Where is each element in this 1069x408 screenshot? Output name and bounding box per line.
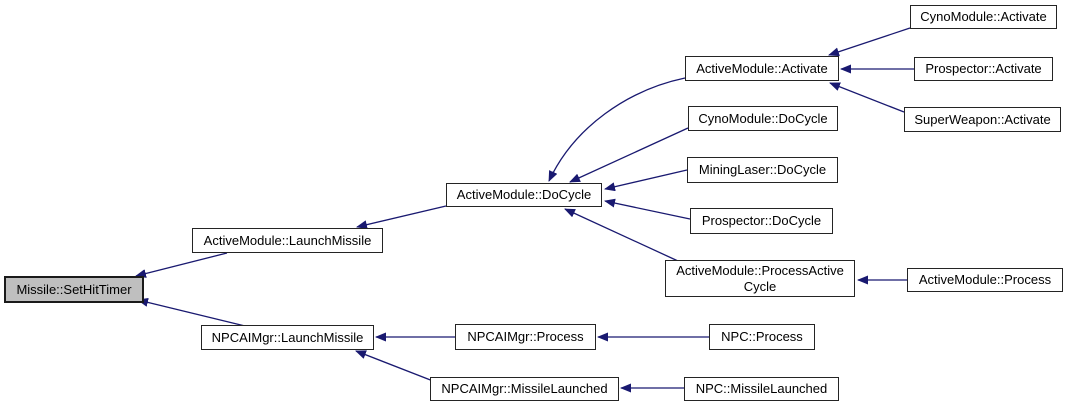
edge-activemodule-processactivecycle--activemodule-docycle xyxy=(564,208,679,262)
edge-npcaimgr-launchmissile--missile-sethittimer xyxy=(137,297,246,327)
edge-npcaimgr-missilelaunched--npcaimgr-launchmissile xyxy=(355,350,434,382)
node-activemodule-activate[interactable]: ActiveModule::Activate xyxy=(685,56,839,81)
node-activemodule-process[interactable]: ActiveModule::Process xyxy=(907,268,1063,292)
edge-mininglaser-docycle--activemodule-docycle xyxy=(604,169,688,192)
node-prospector-activate[interactable]: Prospector::Activate xyxy=(914,57,1053,81)
edge-superweapon-activate--activemodule-activate xyxy=(829,82,905,113)
node-npcaimgr-process[interactable]: NPCAIMgr::Process xyxy=(455,324,596,350)
edge-cynomodule-docycle--activemodule-docycle xyxy=(569,127,689,183)
node-activemodule-processactivecycle[interactable]: ActiveModule::ProcessActive Cycle xyxy=(665,260,855,297)
node-npcaimgr-launchmissile[interactable]: NPCAIMgr::LaunchMissile xyxy=(201,325,374,350)
node-activemodule-docycle[interactable]: ActiveModule::DoCycle xyxy=(446,183,602,207)
node-npc-process[interactable]: NPC::Process xyxy=(709,324,815,350)
node-mininglaser-docycle[interactable]: MiningLaser::DoCycle xyxy=(687,157,838,183)
node-cynomodule-activate[interactable]: CynoModule::Activate xyxy=(910,5,1057,29)
node-npcaimgr-missilelaunched[interactable]: NPCAIMgr::MissileLaunched xyxy=(430,377,619,401)
node-superweapon-activate[interactable]: SuperWeapon::Activate xyxy=(904,107,1061,132)
node-npc-missilelaunched[interactable]: NPC::MissileLaunched xyxy=(684,377,839,401)
node-prospector-docycle[interactable]: Prospector::DoCycle xyxy=(690,208,833,234)
edge-cynomodule-activate--activemodule-activate xyxy=(828,27,911,57)
node-missile-sethittimer: Missile::SetHitTimer xyxy=(4,276,144,303)
edge-activemodule-launchmissile--missile-sethittimer xyxy=(135,252,228,278)
node-activemodule-launchmissile[interactable]: ActiveModule::LaunchMissile xyxy=(192,228,383,253)
node-cynomodule-docycle[interactable]: CynoModule::DoCycle xyxy=(688,106,838,131)
edge-activemodule-activate--activemodule-docycle xyxy=(548,77,686,182)
edge-prospector-docycle--activemodule-docycle xyxy=(604,198,691,220)
edge-activemodule-docycle--activemodule-launchmissile xyxy=(356,205,447,230)
